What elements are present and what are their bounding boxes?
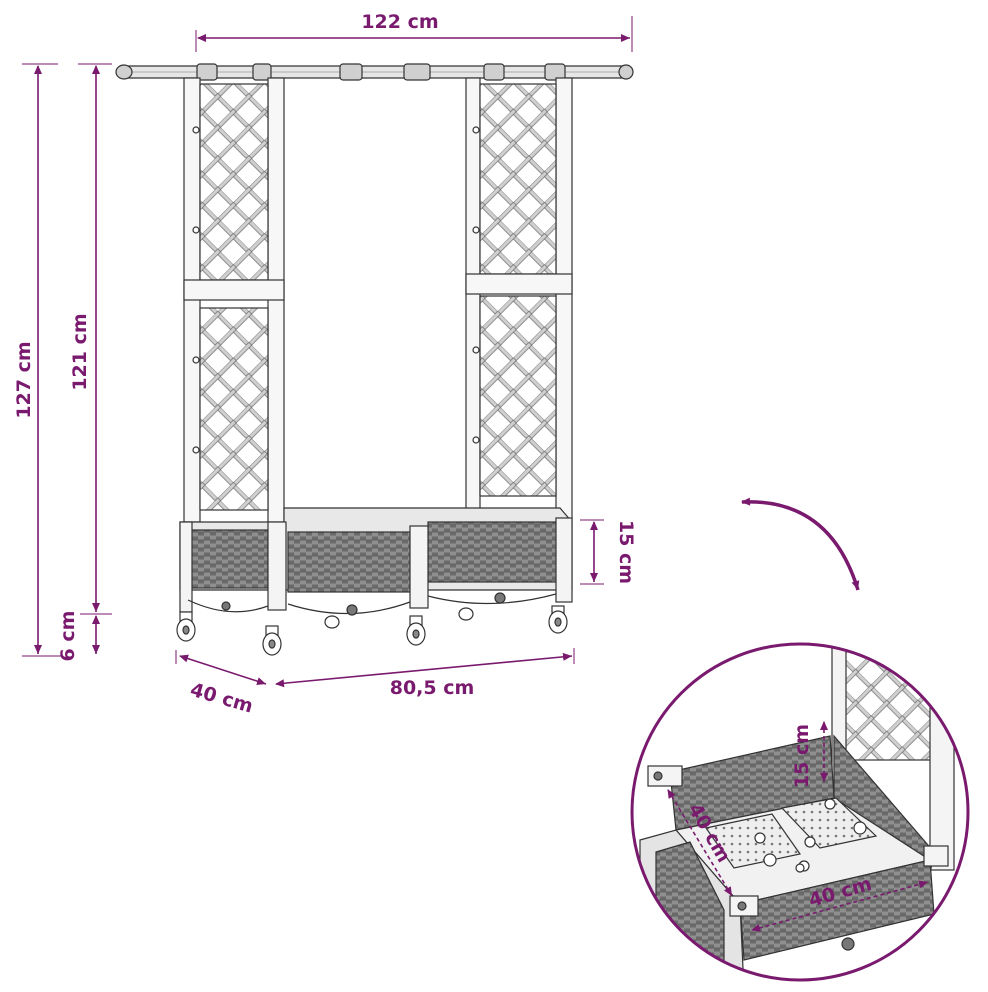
right-trellis xyxy=(465,77,573,523)
wheel xyxy=(176,611,196,642)
dimension-lines xyxy=(22,16,633,688)
left-trellis xyxy=(183,77,285,539)
total-height-label: 127 cm xyxy=(13,341,35,418)
inner-height-label: 15 cm xyxy=(791,724,813,788)
wheel-height-label: 6 cm xyxy=(57,611,79,662)
curved-arrow-icon xyxy=(741,497,860,591)
castor-wheels xyxy=(176,605,568,656)
wheel xyxy=(548,605,568,634)
detail-inset: 15 cm 40 cm 40 cm xyxy=(630,642,970,982)
wheel xyxy=(406,615,426,646)
depth-label: 40 cm xyxy=(188,679,256,718)
wheel xyxy=(458,607,474,621)
planter-drawing xyxy=(115,63,634,656)
top-width-label: 122 cm xyxy=(361,11,438,33)
wheel xyxy=(324,615,340,629)
dimension-labels: 122 cm 127 cm 121 cm 6 cm 15 cm 40 cm 80… xyxy=(13,11,637,718)
box-height-label: 15 cm xyxy=(615,520,637,584)
planter-box xyxy=(179,507,573,616)
frame-height-label: 121 cm xyxy=(69,313,91,390)
top-rail xyxy=(115,63,634,81)
length-label: 80,5 cm xyxy=(390,677,475,699)
wheel xyxy=(262,625,282,656)
